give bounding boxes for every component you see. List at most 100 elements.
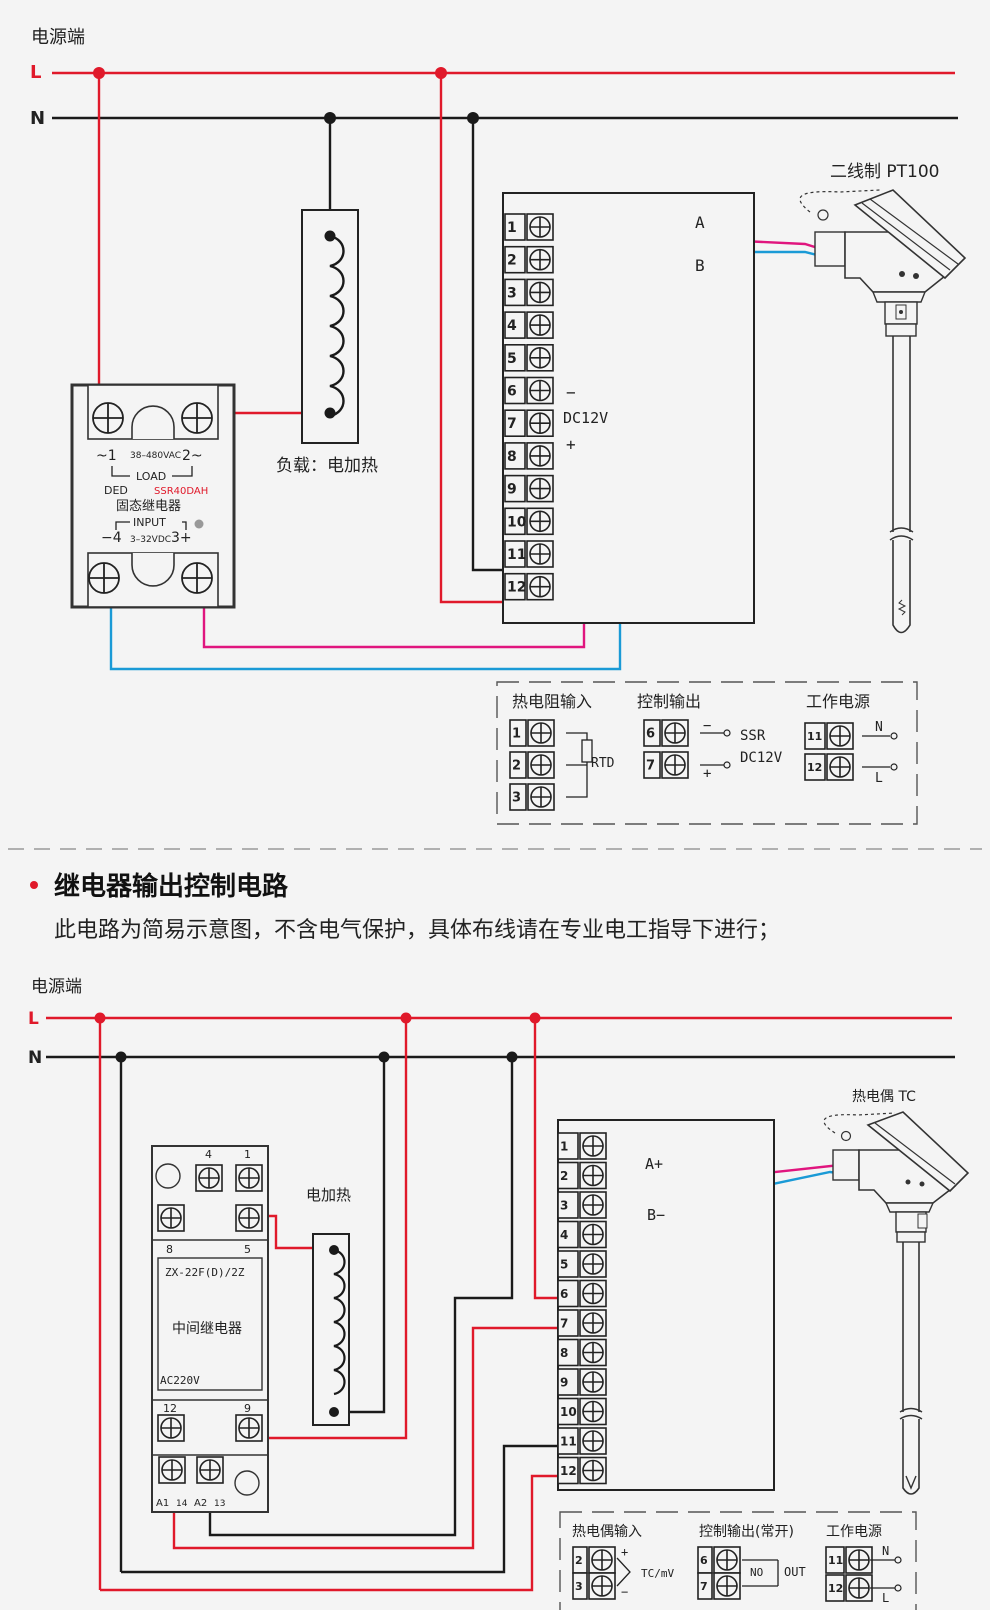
legend-ctrl-term-2-number: 7 — [700, 1580, 708, 1593]
power-source-label-2: 电源端 — [31, 977, 82, 997]
terminal-screw-icon — [526, 474, 554, 503]
relay-pin-8: 8 — [166, 1243, 173, 1256]
legend-power-term: 11 — [804, 722, 854, 750]
legend-ctrl-title: 控制输出 — [637, 692, 701, 711]
terminal-screw-icon — [661, 751, 689, 779]
terminal-screw-icon — [713, 1572, 741, 1600]
terminal-11: 11 — [504, 540, 554, 568]
terminal-screw-icon — [526, 409, 554, 438]
thermocouple-sensor-icon — [823, 1111, 970, 1495]
legend-ctrl-term: 6 — [643, 719, 689, 747]
legend-ctrl-title-2: 控制输出(常开) — [699, 1524, 794, 1540]
wire-b-minus-label: B− — [647, 1206, 665, 1224]
legend-n-label-2: N — [882, 1544, 889, 1558]
terminal-screw-icon — [526, 376, 554, 405]
terminal-screw-icon — [526, 213, 554, 241]
terminal-screw-icon — [845, 1574, 873, 1602]
terminal-screw-icon — [579, 1456, 607, 1485]
relay-name-label: 中间继电器 — [172, 1321, 242, 1337]
terminal-b-10-number: 10 — [560, 1405, 577, 1419]
terminal-b-5: 5 — [557, 1250, 607, 1278]
terminal-screw-icon — [527, 751, 555, 779]
terminal-6: 6 — [504, 376, 554, 405]
tc-label: 热电偶 TC — [852, 1089, 916, 1105]
ssr-dc-range-label: 3–32VDC — [130, 535, 171, 545]
relay-pin-1: 1 — [244, 1148, 251, 1161]
legend-ctrl-term-number: 7 — [646, 759, 655, 774]
terminal-7-number: 7 — [507, 416, 517, 432]
heater-label: 电加热 — [306, 1186, 351, 1204]
legend-power-term: 12 — [804, 753, 854, 781]
heater-coil-icon — [329, 234, 345, 418]
terminal-screw-icon — [526, 507, 554, 536]
terminal-b-8: 8 — [557, 1338, 607, 1367]
legend-power-term-number: 12 — [807, 761, 822, 774]
terminal-b-7: 7 — [557, 1309, 607, 1337]
terminal-7: 7 — [504, 409, 554, 438]
terminal-screw-icon — [579, 1397, 607, 1426]
legend-tc-term: 3 — [572, 1572, 616, 1600]
legend-ctrl-term-2: 6 — [697, 1546, 741, 1574]
dc-supply-label: DC12V — [563, 409, 608, 427]
terminal-5-number: 5 — [507, 351, 517, 367]
legend-power-term-2: 12 — [825, 1574, 873, 1602]
terminal-screw-icon — [579, 1279, 607, 1308]
live-to-terminal-12 — [439, 73, 505, 604]
terminal-screw-icon — [527, 783, 555, 811]
terminal-b-10: 10 — [557, 1397, 607, 1426]
terminal-screw-icon — [661, 719, 689, 747]
live-to-terminal-6 — [533, 1018, 567, 1300]
legend-ctrl-term-2: 7 — [697, 1572, 741, 1600]
terminal-b-8-number: 8 — [560, 1346, 568, 1360]
relay-a1-label: A1 — [156, 1498, 169, 1509]
legend-ssr-label: SSR — [740, 728, 766, 744]
legend-power-title-2: 工作电源 — [826, 1524, 882, 1540]
legend-rtd-term: 3 — [509, 783, 555, 811]
legend-tc-minus: − — [621, 1585, 628, 1599]
terminal-9-number: 9 — [507, 482, 517, 498]
relay-pin-4: 4 — [205, 1148, 212, 1161]
legend-tc-term-number: 2 — [575, 1554, 583, 1567]
terminal-b-12-number: 12 — [560, 1464, 577, 1478]
wire-a-plus-label: A+ — [645, 1155, 663, 1173]
terminal-screw-icon — [588, 1572, 616, 1600]
legend-l-label-2: L — [882, 1591, 889, 1605]
terminal-screw-icon — [713, 1546, 741, 1574]
terminal-12-number: 12 — [507, 580, 526, 596]
terminal-b-11-number: 11 — [560, 1434, 577, 1448]
ssr-terminal-3-icon — [181, 562, 213, 594]
terminal-9: 9 — [504, 474, 554, 503]
terminal-screw-icon — [588, 1546, 616, 1574]
legend-power-term-number: 11 — [807, 730, 822, 743]
legend-ctrl-term-number: 6 — [646, 727, 655, 742]
terminal-11-number: 11 — [507, 547, 526, 563]
terminal-b-4-number: 4 — [560, 1228, 568, 1242]
terminal-screw-icon — [579, 1250, 607, 1278]
relay-pin-12: 12 — [163, 1402, 177, 1415]
terminal-b-6-number: 6 — [560, 1287, 568, 1301]
legend-rtd-term: 1 — [509, 719, 555, 747]
legend-rtd-term-number: 1 — [512, 727, 521, 742]
terminal-8: 8 — [504, 442, 554, 470]
ssr-indicator-icon — [194, 519, 204, 529]
terminal-b-9: 9 — [557, 1368, 607, 1396]
ssr-t1-label: ~1 — [96, 448, 117, 464]
legend-rtd-label: RTD — [591, 756, 615, 771]
dc-plus-label: + — [566, 435, 576, 454]
terminal-6-number: 6 — [507, 384, 517, 400]
terminal-screw-icon — [526, 572, 554, 601]
terminal-screw-icon — [845, 1546, 873, 1574]
terminal-b-7-number: 7 — [560, 1316, 568, 1330]
legend-tc-label: TC/mV — [641, 1567, 674, 1580]
ssr-terminal-2-icon — [181, 402, 213, 434]
terminal-b-5-number: 5 — [560, 1257, 568, 1271]
legend-ctrl-minus: − — [703, 718, 711, 734]
legend-tc-term-number: 3 — [575, 1580, 583, 1593]
ssr-t2-label: 2~ — [182, 448, 203, 464]
legend-tc-plus: + — [621, 1545, 628, 1559]
terminal-2-number: 2 — [507, 253, 517, 269]
terminal-7-to-a1 — [172, 1326, 567, 1550]
terminal-b-2: 2 — [557, 1161, 607, 1190]
